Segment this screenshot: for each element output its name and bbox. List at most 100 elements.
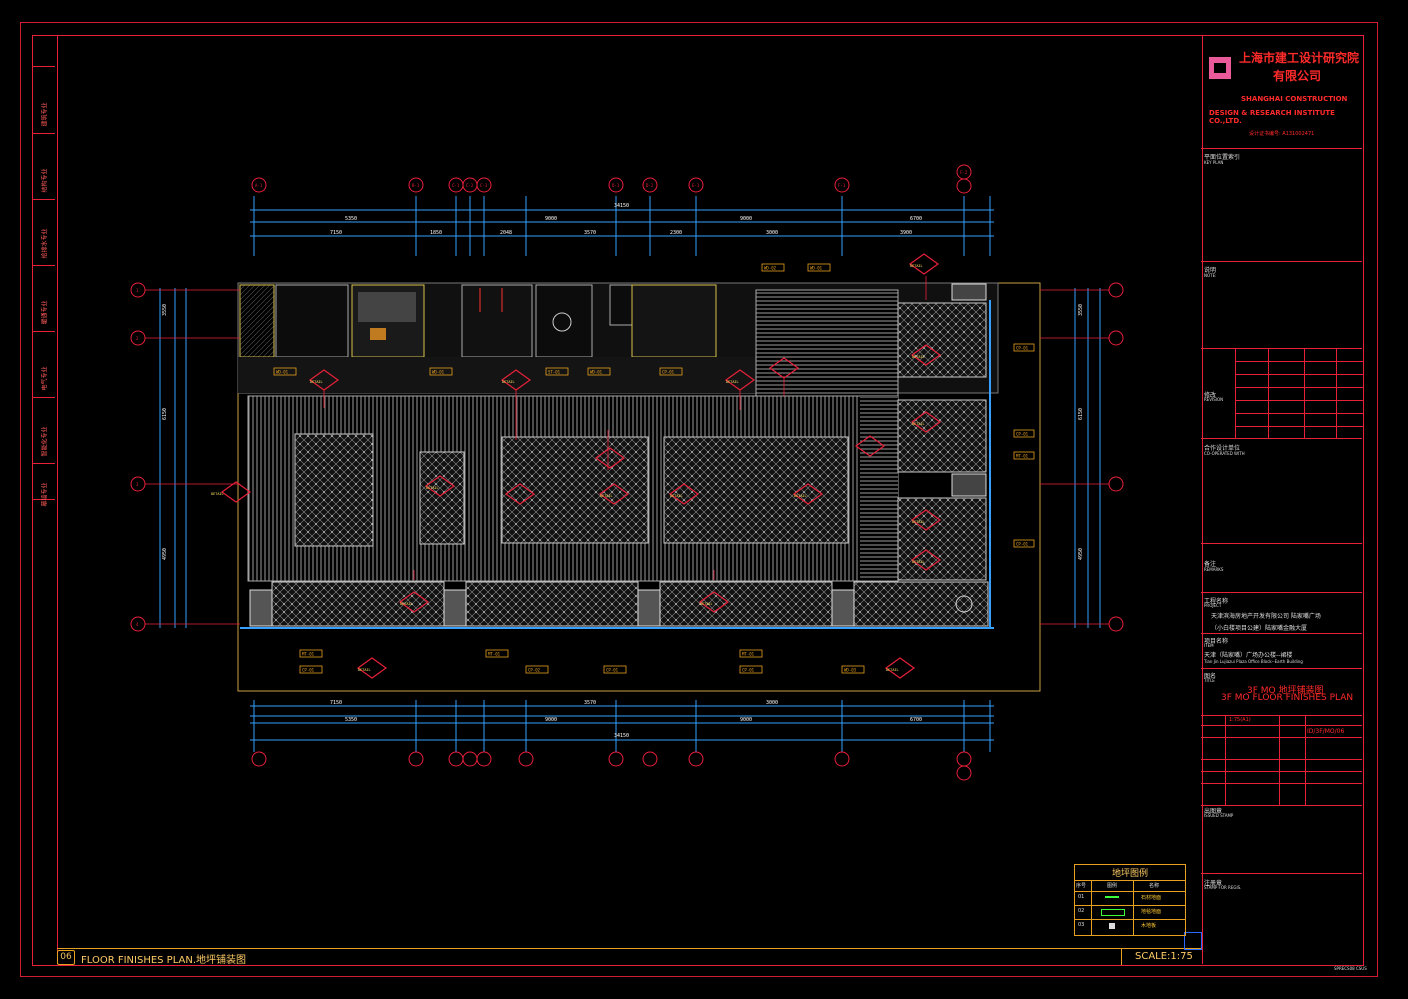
scale-divider <box>1121 949 1122 965</box>
bottom-code: SPRECS08 CSUS <box>1334 966 1367 971</box>
svg-text:DETAIL: DETAIL <box>912 355 925 359</box>
svg-text:DETAIL: DETAIL <box>912 422 925 426</box>
svg-text:MT-01: MT-01 <box>302 652 315 657</box>
svg-text:5350: 5350 <box>345 717 357 723</box>
remark-label: 备注 <box>1204 561 1217 568</box>
sheet-title: FLOOR FINISHES PLAN.地坪铺装图 <box>81 955 247 966</box>
top-dimension-lines <box>159 209 1101 741</box>
drawing-number: ID/3F/MO/06 <box>1307 728 1345 735</box>
svg-text:B-1: B-1 <box>412 183 420 188</box>
project-name-2: （小白楼项目公建）陆家嘴金融大厦 <box>1211 625 1308 632</box>
signoff-cell: 电气专业 <box>33 331 55 398</box>
svg-text:DETAIL: DETAIL <box>886 668 899 672</box>
column <box>249 589 273 627</box>
tb-divider <box>1201 592 1362 593</box>
svg-text:MT-01: MT-01 <box>742 652 755 657</box>
legend-row-name: 石材地面 <box>1141 895 1162 901</box>
svg-text:2300: 2300 <box>670 230 682 236</box>
revision-table <box>1235 348 1363 438</box>
title-block: 上海市建工设计研究院 有限公司 SHANGHAI CONSTRUCTION DE… <box>1201 35 1363 964</box>
svg-text:3000: 3000 <box>766 700 778 706</box>
svg-text:DETAIL: DETAIL <box>670 494 683 498</box>
dimension-text: 34150 5350 9000 9000 6700 7150 1850 2048… <box>330 203 922 739</box>
carpet-zone <box>465 581 639 627</box>
sheet-number: 06 <box>57 950 75 965</box>
tb-divider <box>1201 805 1362 806</box>
stamp-en: ISSUED STAMP <box>1204 813 1234 818</box>
carpet-zone <box>419 451 465 545</box>
svg-text:C-1: C-1 <box>452 183 460 188</box>
drawing-frame <box>57 35 1203 964</box>
remark-en: REMARKS <box>1204 567 1224 572</box>
svg-text:CP-01: CP-01 <box>302 668 315 673</box>
tb-divider <box>1201 148 1362 149</box>
legend-row-name: 地毯地面 <box>1141 909 1162 915</box>
legend-row-no: 03 <box>1078 922 1085 928</box>
tb-divider <box>1201 261 1362 262</box>
legend-col-line <box>1091 880 1092 935</box>
total-dimension: 34150 <box>614 203 629 209</box>
room <box>631 284 717 358</box>
logo-mark <box>1214 63 1226 73</box>
info-grid: 1:75(A1) ID/3F/MO/06 <box>1201 715 1362 805</box>
rev-row <box>1236 413 1363 414</box>
column <box>637 589 661 627</box>
info-col <box>1225 715 1226 805</box>
left-signoff-strip: 建筑专业 结构专业 给排水专业 暖通专业 电气专业 智能化专业 幕墙专业 <box>33 66 55 507</box>
carpet-zone <box>897 497 987 581</box>
item-en: ITEM <box>1204 643 1214 648</box>
svg-text:CP-01: CP-01 <box>662 370 675 375</box>
key-plan-en: KEY PLAN <box>1204 160 1224 165</box>
svg-text:3550: 3550 <box>1078 304 1084 316</box>
room <box>370 328 386 340</box>
svg-text:1: 1 <box>136 288 139 293</box>
svg-text:4: 4 <box>136 622 139 627</box>
rev-row <box>1236 400 1363 401</box>
svg-text:WD-01: WD-01 <box>590 370 603 375</box>
svg-text:WD-03: WD-03 <box>844 668 857 673</box>
svg-text:WD-01: WD-01 <box>276 370 289 375</box>
legend-col-symbol: 图例 <box>1107 883 1118 889</box>
rev-col <box>1336 348 1337 438</box>
carpet-zone <box>897 302 987 378</box>
company-logo <box>1209 57 1231 79</box>
company-name-en-2: DESIGN & RESEARCH INSTITUTE CO.,LTD. <box>1209 109 1335 125</box>
rev-row <box>1236 426 1363 427</box>
room <box>275 284 349 358</box>
svg-text:CP-01: CP-01 <box>742 668 755 673</box>
svg-text:34150: 34150 <box>614 733 629 739</box>
tb-divider <box>1201 715 1362 716</box>
column <box>443 589 467 627</box>
item-label: 项目名称 <box>1204 638 1229 645</box>
svg-text:DETAIL: DETAIL <box>912 560 925 564</box>
signoff-cell: 智能化专业 <box>33 397 55 464</box>
outer-frame <box>32 35 1364 966</box>
stamp-label: 出图章 <box>1204 808 1223 815</box>
info-col <box>1279 715 1280 805</box>
coop-en: CO-OPERATED WITH <box>1204 451 1245 456</box>
svg-text:DETAIL: DETAIL <box>912 520 925 524</box>
legend-col-name: 名称 <box>1149 883 1160 889</box>
item-name-1: 天津（陆家嘴）广场办公楼--裙楼 <box>1204 652 1293 659</box>
svg-text:A-1: A-1 <box>255 183 263 188</box>
svg-text:3570: 3570 <box>584 700 596 706</box>
legend-row-no: 02 <box>1078 908 1085 914</box>
carpet-zone <box>501 436 649 544</box>
stair <box>461 284 533 358</box>
scale-value: 1:75(A1) <box>1229 717 1251 723</box>
svg-text:3550: 3550 <box>162 304 168 316</box>
svg-text:DETAIL: DETAIL <box>726 380 739 384</box>
info-row <box>1201 771 1362 772</box>
svg-text:DETAIL: DETAIL <box>426 486 439 490</box>
carpet-zone <box>853 581 989 627</box>
material-tag-labels: WD-01 WD-01 ST-01 WD-01 CP-01 WD-02 WD-0… <box>276 266 1029 673</box>
info-row <box>1201 737 1362 738</box>
signoff-cell: 建筑专业 <box>33 67 55 134</box>
svg-text:3570: 3570 <box>584 230 596 236</box>
svg-text:DETAIL: DETAIL <box>502 380 515 384</box>
svg-text:7150: 7150 <box>330 700 342 706</box>
tb-divider <box>1201 543 1362 544</box>
corner-marker <box>1184 932 1202 950</box>
svg-text:9000: 9000 <box>740 216 752 222</box>
drawing-title-en: 3F MO FLOOR FINISHES PLAN <box>1221 693 1354 703</box>
